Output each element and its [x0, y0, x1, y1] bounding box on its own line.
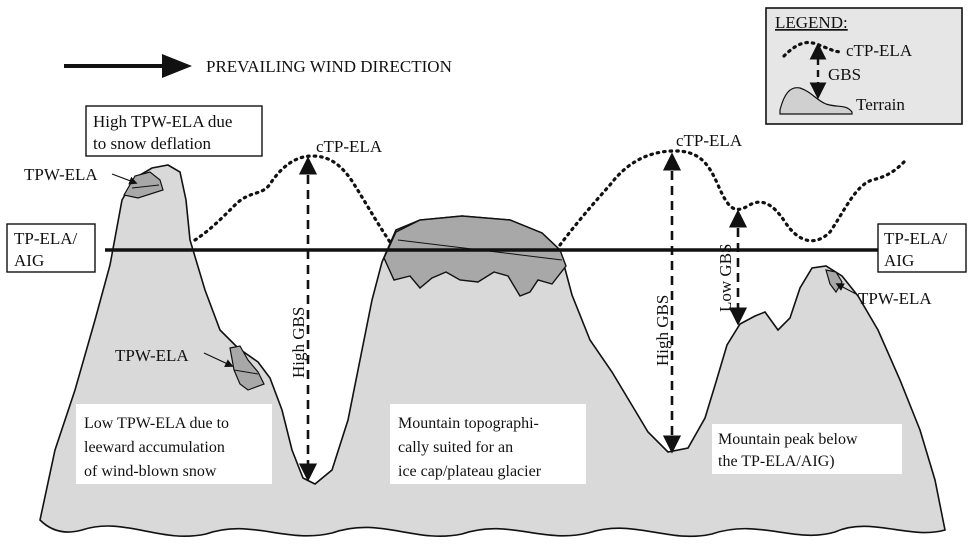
low-tpw-note-line3: of wind-blown snow [84, 463, 217, 480]
tp-ela-aig-right-line1: TP-ELA/ [884, 229, 948, 248]
legend: LEGEND: cTP-ELA GBS Terrain [765, 7, 963, 125]
wind-direction-label: PREVAILING WIND DIRECTION [206, 57, 452, 76]
low-tpw-note-line2: leeward accumulation [84, 439, 225, 456]
high-gbs-label-right: High GBS [653, 295, 672, 366]
ctp-ela-label-left-text: cTP-ELA [316, 137, 383, 156]
peak-note-line1: Mountain peak below [718, 431, 858, 448]
tp-ela-aig-left-line2: AIG [14, 251, 44, 270]
legend-dotted-line-icon [782, 40, 844, 58]
low-gbs-label: Low GBS [716, 244, 735, 312]
glacier-mid-left [229, 345, 265, 391]
glacier-top-left-layer [131, 184, 160, 189]
legend-terrain-label: Terrain [856, 95, 905, 114]
high-tpw-ela-line1: High TPW-ELA due [93, 112, 232, 131]
peak-note-line2: the TP-ELA/AIG) [718, 453, 835, 470]
plateau-note-line2: cally suited for an [398, 439, 513, 456]
plateau-note-bg [390, 404, 586, 484]
tpw-ela-pointer-right [835, 283, 857, 295]
ctp-ela-label-right-text: cTP-ELA [676, 131, 743, 150]
legend-terrain-icon [779, 87, 853, 115]
tp-ela-aig-box-right [877, 223, 967, 273]
peak-note-bg [712, 424, 902, 474]
plateau-note-line3: ice cap/plateau glacier [398, 463, 542, 480]
tpw-ela-label-right: TPW-ELA [858, 289, 932, 308]
legend-gbs-label: GBS [828, 65, 861, 84]
tp-ela-aig-box-left [6, 223, 96, 273]
high-tpw-ela-line2: to snow deflation [93, 134, 212, 153]
high-tpw-ela-box [85, 105, 263, 157]
low-tpw-note-bg [76, 404, 272, 484]
tpw-ela-pointer-top-left [111, 173, 138, 185]
high-gbs-label-left: High GBS [289, 307, 308, 378]
ctp-ela-dotted-line [193, 149, 908, 247]
low-tpw-note-line1: Low TPW-ELA due to [84, 415, 229, 432]
glacier-mid-left-layer [233, 369, 259, 375]
tp-ela-aig-left-line1: TP-ELA/ [14, 229, 78, 248]
tpw-ela-label-top-left: TPW-ELA [24, 165, 98, 184]
legend-ctp-ela-label: cTP-ELA [846, 41, 913, 60]
tp-ela-aig-right-line2: AIG [884, 251, 914, 270]
tpw-ela-pointer-mid-left [203, 352, 234, 367]
legend-title: LEGEND: [775, 13, 848, 32]
tpw-ela-label-mid-left: TPW-ELA [115, 346, 189, 365]
ice-cap [383, 215, 567, 297]
plateau-note-line1: Mountain topographi- [398, 415, 539, 432]
wind-arrow-head [162, 54, 192, 78]
